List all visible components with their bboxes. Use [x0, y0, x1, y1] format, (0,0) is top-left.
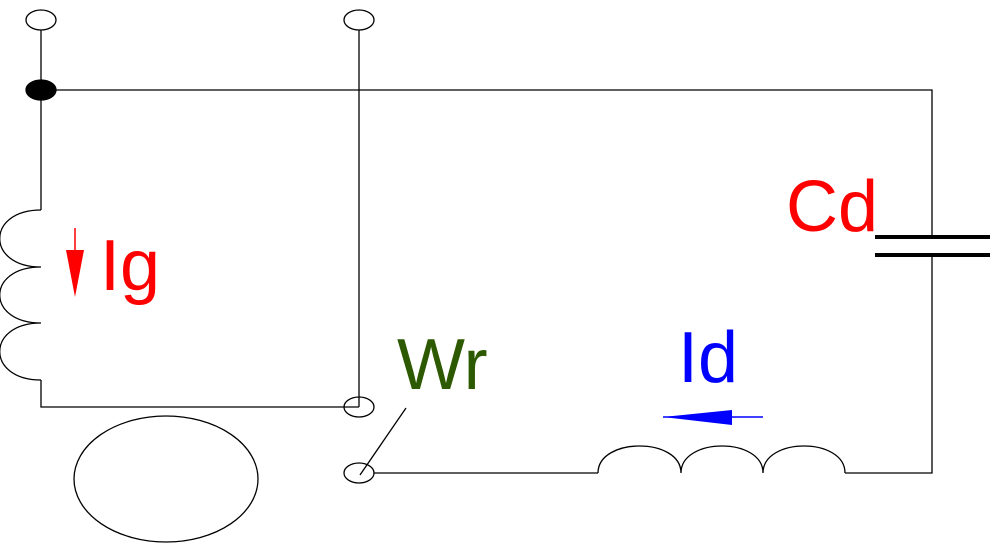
inductor-current-arrow — [663, 410, 763, 425]
label-ig: Ig — [100, 226, 160, 306]
arrow-left-icon — [663, 410, 732, 425]
source-symbol: ~ — [160, 0, 207, 35]
terminal-switch-lower — [343, 462, 375, 484]
terminal-switch-upper — [343, 396, 375, 418]
arrow-down-icon — [66, 250, 84, 297]
top-wire — [41, 89, 933, 237]
label-id: Id — [678, 318, 738, 398]
bottom-left-wire — [40, 380, 359, 408]
label-wr: Wr — [397, 325, 488, 405]
switch-blade — [359, 407, 407, 476]
capacitor — [875, 235, 990, 257]
terminal-top-right — [343, 9, 375, 31]
right-wire — [845, 255, 933, 474]
field-coil — [0, 209, 42, 381]
motor-ellipse — [73, 415, 259, 543]
field-current-arrow — [66, 228, 84, 297]
armature-coil — [597, 445, 846, 474]
label-cd: Cd — [786, 167, 878, 247]
terminal-top-left — [25, 9, 57, 31]
